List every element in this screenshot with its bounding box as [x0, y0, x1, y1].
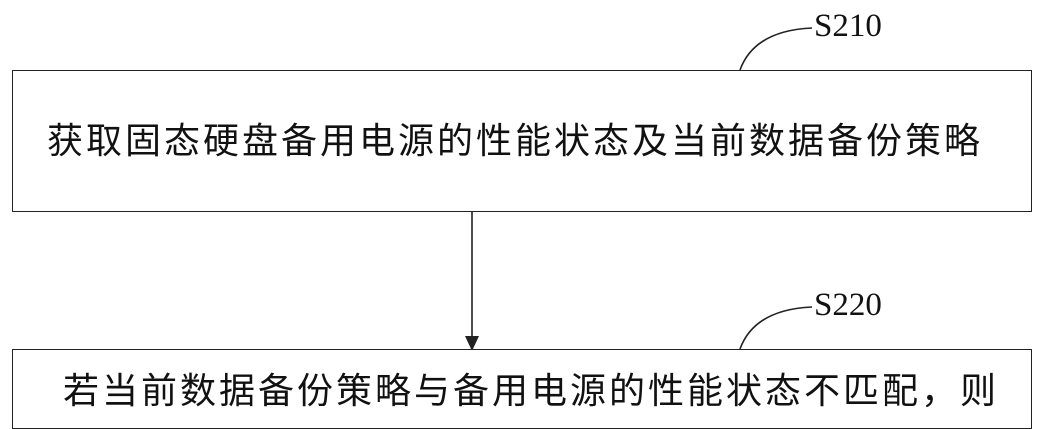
flowchart: S210 获取固态硬盘备用电源的性能状态及当前数据备份策略 S220 若当前数据… [12, 8, 1032, 429]
step-box-s210: 获取固态硬盘备用电源的性能状态及当前数据备份策略 [12, 70, 1032, 212]
leader-line-s220 [739, 306, 813, 350]
step-box-s220: 若当前数据备份策略与备用电源的性能状态不匹配，则 [12, 349, 1032, 429]
flow-connectors [465, 27, 813, 351]
step-label-s220: S220 [814, 287, 882, 323]
leader-line-s210 [739, 27, 813, 71]
step-text-s220: 若当前数据备份策略与备用电源的性能状态不匹配，则 [63, 371, 1000, 412]
step-label-s210: S210 [814, 8, 882, 44]
arrowhead-icon [465, 336, 479, 351]
step-text-s210: 获取固态硬盘备用电源的性能状态及当前数据备份策略 [47, 121, 984, 162]
